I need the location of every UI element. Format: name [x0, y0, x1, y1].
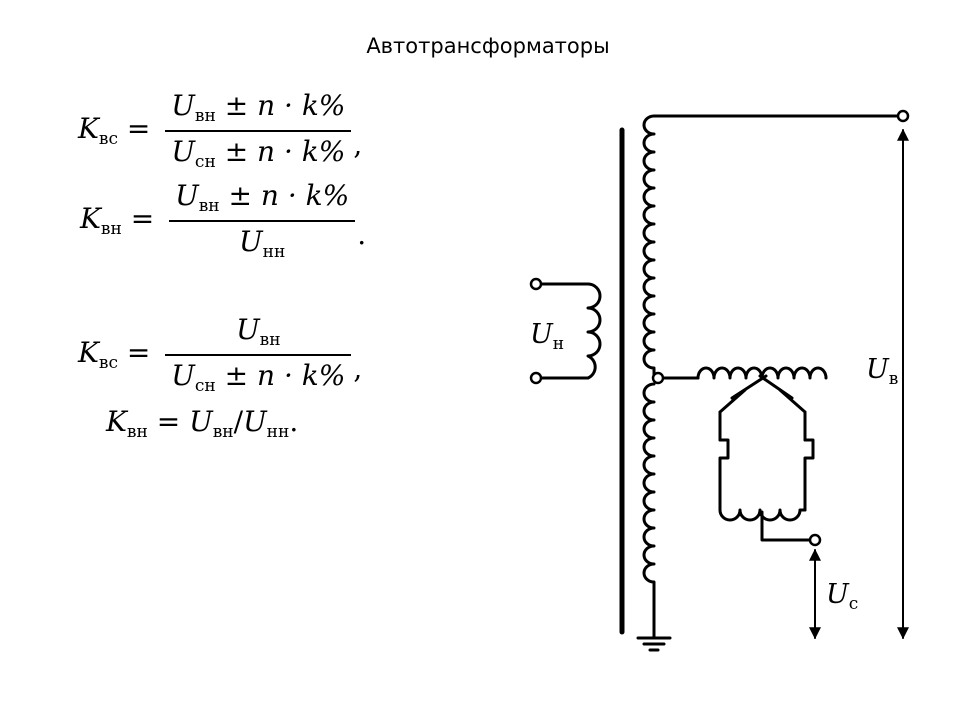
terminal-tap — [651, 371, 665, 385]
upper-winding-coil — [642, 114, 656, 378]
fraction: Uвн Uсн ± n · k% — [165, 312, 352, 398]
fraction: Uвн ± n · k% Uсн ± n · k% — [165, 88, 352, 174]
page-title: Автотрансформаторы — [366, 34, 610, 58]
contact-right — [803, 438, 815, 512]
terminal-lv-top — [529, 277, 543, 291]
fraction: Uвн ± n · k% Uнн — [169, 178, 356, 264]
label-un: Uн — [530, 319, 564, 354]
terminal-lv-bottom — [529, 371, 543, 385]
lower-winding-coil — [642, 382, 656, 640]
switch-arrows — [730, 374, 794, 400]
formula-k-vn-regulated: Kвн = Uвн ± n · k% Uнн . — [80, 178, 367, 264]
mid-tap-lead — [760, 510, 814, 542]
reactor-coil — [718, 508, 807, 522]
formula-k-vn-ratio: Kвн = Uвн/Uнн. — [106, 405, 299, 442]
lv-winding-coil — [586, 282, 602, 380]
formula-k-vs-regulated-middle: Kвс = Uвн Uсн ± n · k% , — [78, 312, 363, 398]
label-ub: Uв — [866, 354, 898, 389]
formula-k-vs-regulated-both: Kвс = Uвн ± n · k% Uсн ± n · k% , — [78, 88, 363, 174]
terminal-mv — [808, 533, 822, 547]
label-uc: Uс — [826, 579, 858, 614]
terminal-hv — [896, 109, 910, 123]
contact-left — [718, 438, 730, 512]
